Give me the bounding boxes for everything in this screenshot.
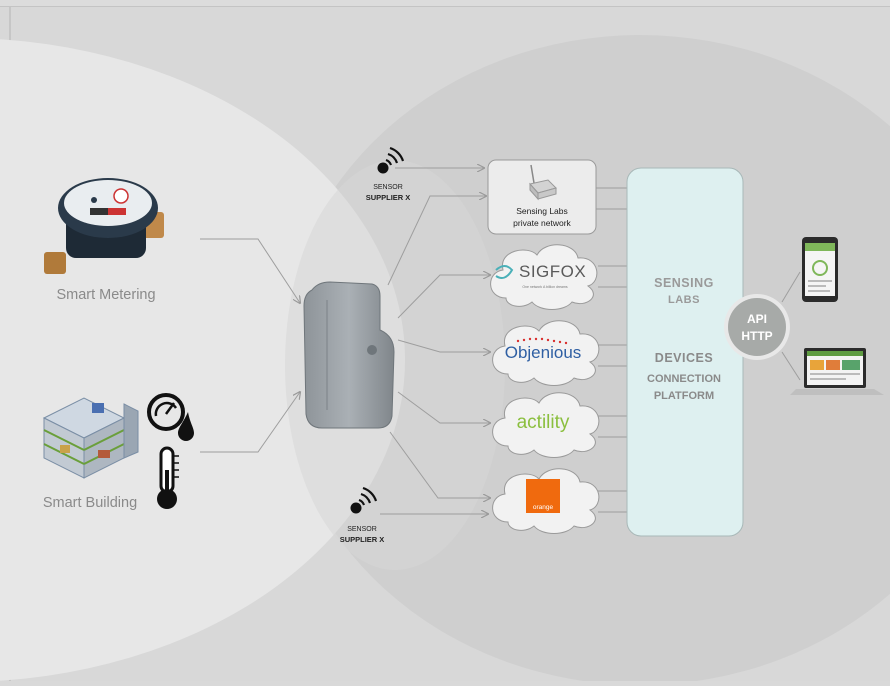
cloud-objenious [492,320,600,386]
private-network-line1: Sensing Labs [516,206,568,216]
building-icon [42,397,139,479]
sensor-bottom-line1: SENSOR [347,526,377,533]
private-network-line2: private network [513,218,571,228]
sensor-top-line1: SENSOR [373,184,403,191]
orange-logo-text: orange [533,504,554,511]
wireless-sensor-icon-top [377,146,405,174]
api-line1: API [747,312,767,326]
api-line2: HTTP [741,329,772,343]
platform-line4: CONNECTION [647,373,721,385]
platform-line2: LABS [668,294,700,306]
objenious-logo-text: Objenious [505,343,582,362]
cloud-actility [492,392,600,458]
wireless-sensor-icon-bottom [350,486,378,514]
platform-line3: DEVICES [655,351,713,365]
smart-building-label: Smart Building [43,495,137,511]
water-meter-icon [44,178,164,274]
private-network-box [487,159,597,235]
cloud-orange [492,468,600,534]
orange-logo [526,479,560,513]
api-circle [728,298,786,356]
sigfox-logo-text: SIGFOX [519,262,586,281]
thermometer-icon [157,446,179,509]
actility-logo-text: actility [517,412,570,433]
platform-line1: SENSING [654,276,714,290]
smart-metering-label: Smart Metering [56,287,155,303]
sigfox-tagline: One network A billion dreams [522,285,568,289]
smartphone-icon [802,237,838,302]
sensor-device-image [303,281,395,429]
platform-line5: PLATFORM [654,390,714,402]
sensor-top-line2: SUPPLIER X [366,193,411,202]
cloud-sigfox [490,244,598,310]
laptop-icon [790,348,884,395]
connector-lines [200,168,801,514]
gauge-drop-icon [147,393,194,441]
sensor-bottom-line2: SUPPLIER X [340,535,385,544]
